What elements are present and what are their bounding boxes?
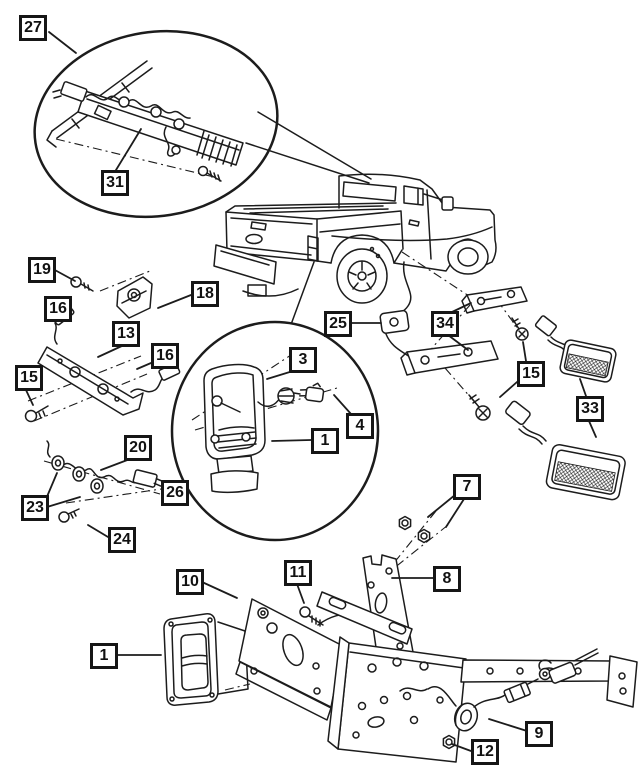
bulb-socket	[72, 466, 86, 482]
rear-bumper	[213, 244, 299, 297]
callout-19: 19	[28, 257, 56, 283]
callout-26: 26	[161, 480, 189, 506]
inset-link-lines	[245, 111, 372, 184]
license-lamp-assembly	[24, 270, 181, 423]
marker-lamp-lower	[545, 443, 626, 501]
lamp-wiring-harness	[43, 440, 164, 523]
screw-15-left	[24, 405, 49, 423]
marker-pigtail-lower	[505, 400, 547, 445]
marker-lamp-upper	[559, 339, 617, 383]
callout-34: 34	[431, 311, 459, 337]
callout-24: 24	[108, 527, 136, 553]
inset-link-line	[288, 261, 315, 331]
leader-4	[333, 394, 352, 415]
callout-13: 13	[112, 321, 140, 347]
support-bracket-8	[316, 554, 414, 669]
truck-tail-lamp	[307, 235, 319, 262]
callout-18: 18	[191, 281, 219, 307]
bolt-11	[299, 606, 324, 627]
callout-1-inset: 1	[311, 428, 339, 454]
callout-3: 3	[289, 347, 317, 373]
callout-33: 33	[576, 396, 604, 422]
harness-connector	[132, 469, 164, 488]
leader-31	[115, 128, 142, 171]
tail-wiring-9	[399, 648, 599, 732]
callout-leaders	[25, 268, 597, 752]
front-wheel	[447, 239, 489, 275]
callout-7: 7	[453, 474, 481, 500]
callout-27: 27	[19, 15, 47, 41]
chmsl-wiring-harness	[52, 81, 191, 157]
tail-lamp	[203, 363, 266, 494]
side-mirror	[441, 196, 454, 211]
callout-12: 12	[471, 739, 499, 765]
lamp-bracket-18	[116, 276, 153, 319]
rear-wheel	[336, 248, 388, 304]
callout-1-bottom: 1	[90, 643, 118, 669]
side-marker-assembly	[400, 286, 626, 501]
callout-16-b: 16	[151, 343, 179, 369]
leader-27	[48, 31, 77, 54]
marker-bracket-lower	[400, 340, 499, 376]
callout-9: 9	[525, 721, 553, 747]
callout-8: 8	[433, 566, 461, 592]
lamp-mounting-plate-10	[235, 598, 344, 721]
license-lamp-housing-13	[37, 346, 144, 416]
screw-24	[58, 508, 80, 523]
callout-15-right: 15	[517, 361, 545, 387]
screw-15-upper	[511, 317, 529, 341]
callout-31: 31	[101, 170, 129, 196]
tail-lamp-inset	[170, 320, 380, 542]
bulb-socket-3	[257, 387, 301, 408]
connector-4	[298, 382, 325, 403]
nuts-7	[398, 515, 431, 544]
screw-19	[70, 276, 94, 292]
callout-23: 23	[21, 495, 49, 521]
truck-illustration	[213, 111, 497, 362]
rear-crossmember	[327, 636, 638, 763]
screw-15-lower	[468, 394, 491, 421]
bulb-socket	[51, 455, 65, 471]
mounting-bracket-assembly	[163, 510, 638, 763]
callout-25: 25	[324, 311, 352, 337]
callout-20: 20	[124, 435, 152, 461]
callout-15-left: 15	[15, 365, 43, 391]
chmsl-inset	[33, 29, 279, 219]
nut-12	[442, 734, 456, 750]
square-tail-lamp-1	[163, 613, 249, 706]
callout-10: 10	[176, 569, 204, 595]
marker-bracket-upper	[461, 286, 528, 314]
callout-4: 4	[346, 413, 374, 439]
chmsl-screw	[197, 165, 222, 182]
chmsl-lamp-bar	[77, 90, 244, 167]
callout-16-a: 16	[44, 296, 72, 322]
leader-1	[271, 439, 312, 442]
leader-3	[266, 370, 294, 380]
bulb-socket	[90, 478, 104, 494]
callout-11: 11	[284, 560, 312, 586]
